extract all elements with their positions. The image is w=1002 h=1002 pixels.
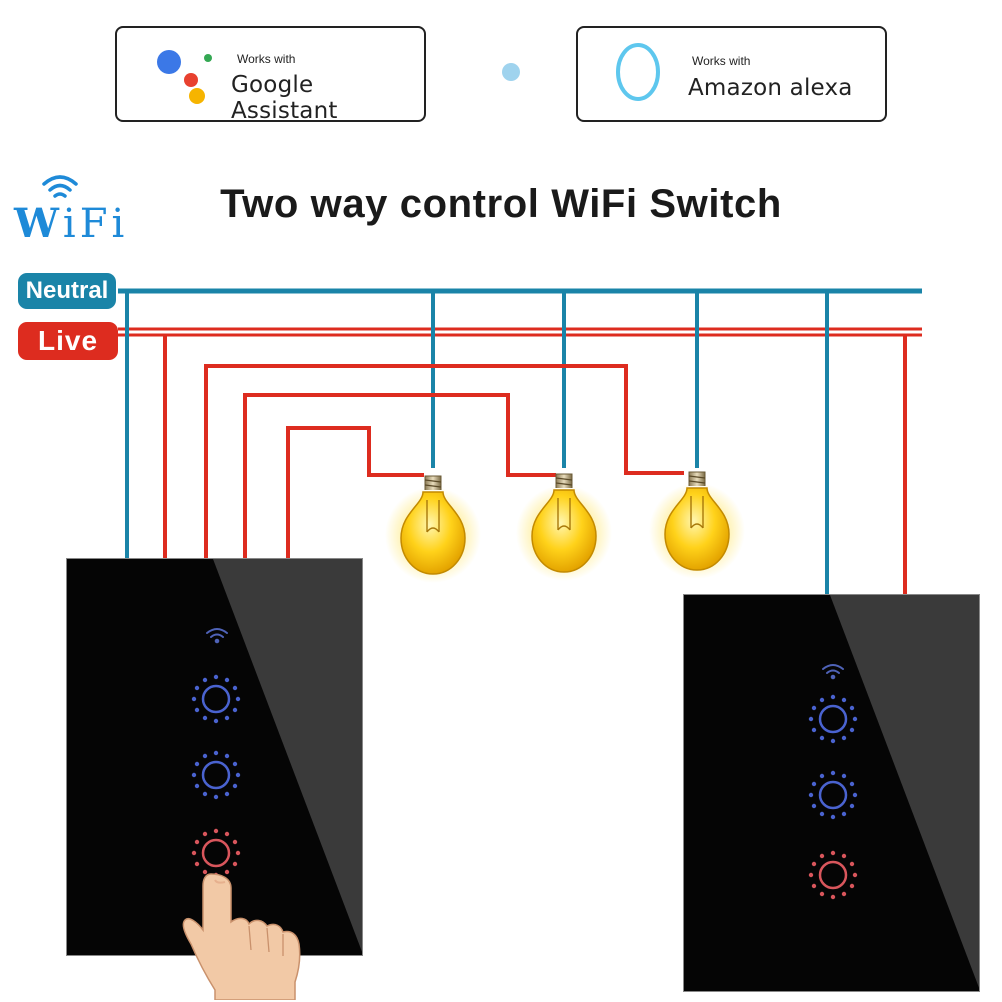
finger-pointer-icon (182, 873, 301, 1000)
page-title: Two way control WiFi Switch (220, 182, 782, 226)
wifi-icon (206, 628, 228, 644)
touch-button-icon (191, 674, 241, 724)
amazon-alexa-badge: Works with Amazon alexa (576, 26, 887, 122)
alexa-text: Amazon alexa (688, 75, 853, 101)
center-dot (502, 63, 520, 81)
live-label: Live (18, 322, 118, 360)
alexa-ring-icon (616, 43, 660, 101)
google-works-with-text: Works with (237, 52, 296, 66)
google-assistant-badge: Works with Google Assistant (115, 26, 426, 124)
right-switch-panel (683, 594, 980, 992)
touch-button-icon (191, 750, 241, 800)
wifi-icon (42, 175, 78, 198)
touch-button-icon (808, 850, 858, 900)
touch-button-icon (808, 770, 858, 820)
google-assistant-dots-icon (157, 50, 212, 104)
alexa-works-with-text: Works with (692, 54, 751, 68)
touch-button-icon (808, 694, 858, 744)
neutral-label: Neutral (18, 273, 116, 309)
left-switch-panel (66, 558, 363, 956)
google-assistant-text: Google Assistant (231, 72, 338, 124)
wifi-icon (822, 664, 844, 680)
light-bulb-icon (385, 475, 481, 583)
wifi-logo-text: WiFi (14, 200, 129, 247)
light-bulb-icon (516, 473, 612, 581)
light-bulb-icon (649, 471, 745, 579)
